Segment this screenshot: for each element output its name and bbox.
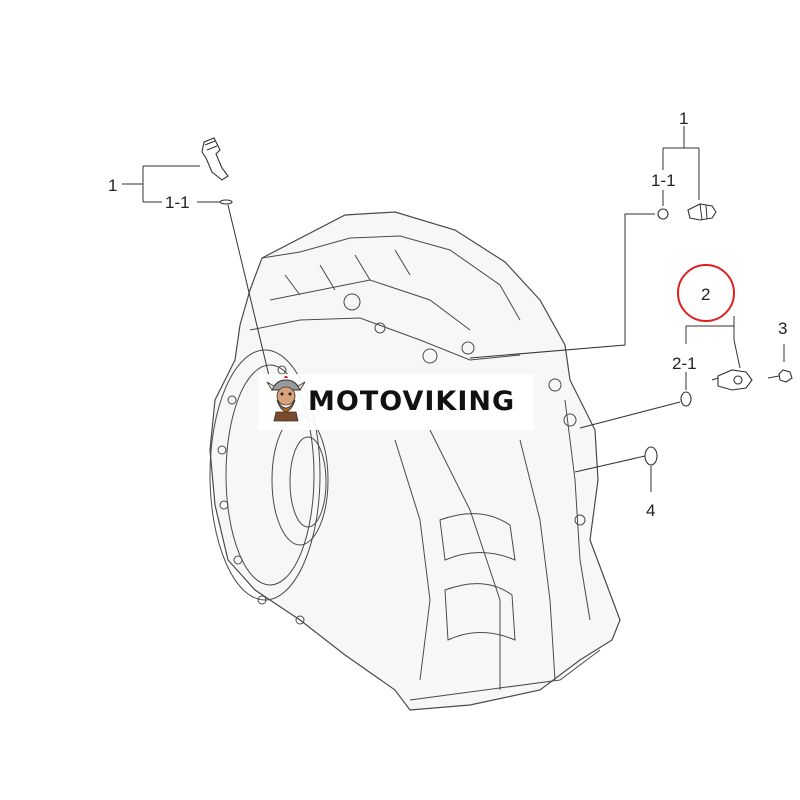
callout-4: 4 [646,501,655,520]
callout-1-left: 1 [108,176,117,195]
callout-1-1-left: 1-1 [165,193,190,212]
callout-1-1-top-right: 1-1 [651,171,676,190]
part-2-sensor [685,316,753,391]
part-1-left [122,137,271,381]
callout-2: 2 [701,285,710,304]
part-1-top-right [469,126,717,359]
watermark-text: MOTOVIKING [308,386,516,417]
transmission-housing [209,211,621,711]
part-2-1-seal [579,372,692,429]
callout-3: 3 [778,319,787,338]
highlight-circle [677,264,735,322]
part-3-bolt [767,344,793,383]
viking-mascot-icon [266,376,306,422]
part-4-plug [574,446,658,492]
callout-1-top-right: 1 [679,109,688,128]
callout-2-1: 2-1 [672,354,697,373]
